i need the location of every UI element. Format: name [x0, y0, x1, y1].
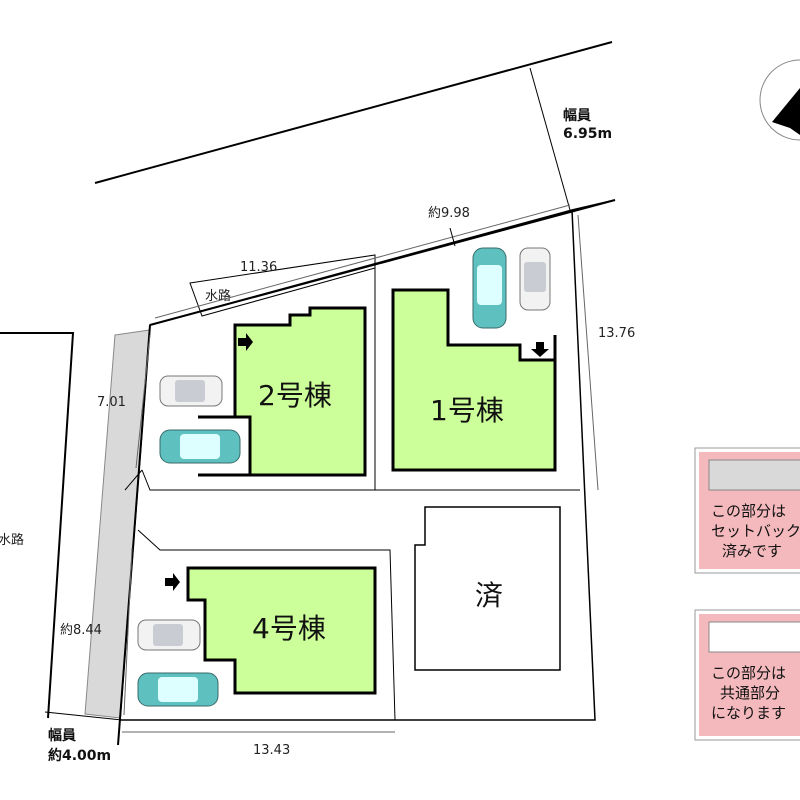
- left-neighbor-lot: [0, 332, 75, 719]
- legend-text: になります: [711, 704, 786, 722]
- road-top-width: 6.95m: [563, 126, 612, 142]
- legend-text: この部分は: [711, 502, 786, 520]
- building-4: [186, 566, 377, 695]
- lot-divider-h: [141, 469, 580, 491]
- legend-text: 共通部分: [720, 684, 780, 702]
- building-1: [391, 288, 557, 472]
- dim-top-left: 11.36: [240, 260, 277, 275]
- car-icon: [137, 619, 201, 651]
- entrance-arrow-icon: [238, 333, 253, 351]
- sold-lot: [414, 506, 561, 671]
- north-compass-icon: [759, 59, 800, 141]
- legend-text: 済みです: [722, 542, 782, 560]
- car-icon: [159, 375, 223, 407]
- dim-left-upper: 7.01: [97, 395, 126, 410]
- road-left-dim: [44, 711, 123, 721]
- dim-line-top: [154, 204, 571, 319]
- road-edge-line: [94, 41, 613, 184]
- entrance-arrow-icon: [165, 573, 180, 591]
- legend-text: この部分は: [711, 664, 786, 682]
- dim-left-lower-line: [123, 547, 133, 716]
- dim-left-lower: 約8.44: [60, 623, 102, 638]
- road-edge-top: [149, 199, 616, 326]
- road-left-edge: [117, 324, 151, 746]
- road-top-label: 幅員: [563, 107, 591, 124]
- legend-common: この部分は 共通部分 になります: [694, 609, 800, 741]
- waterway-top-label: 水路: [205, 288, 231, 304]
- legend-text: セットバック: [711, 522, 800, 540]
- legend-swatch-common: [708, 621, 800, 653]
- car-icon: [519, 247, 551, 311]
- setback-strip: [84, 329, 151, 719]
- lot-divider-lower: [137, 529, 396, 721]
- waterway-left-label: 水路: [0, 532, 24, 548]
- building-2-outline: [198, 415, 252, 477]
- dim-left-upper-line: [135, 334, 151, 469]
- legend-swatch-setback: [708, 459, 800, 491]
- dim-right: 13.76: [598, 326, 635, 341]
- road-width-dimension: [529, 67, 571, 211]
- dim-right-line: [577, 214, 599, 491]
- building-1-label: 1号棟: [430, 394, 504, 427]
- entrance-arrow-icon: [531, 342, 549, 357]
- car-icon: [159, 429, 241, 464]
- car-icon: [472, 247, 507, 329]
- dim-top-right: 約9.98: [428, 206, 470, 221]
- legend-setback: この部分は セットバック 済みです: [694, 447, 800, 574]
- building-2-label: 2号棟: [258, 379, 332, 412]
- building-4-label: 4号棟: [252, 612, 326, 645]
- car-icon: [137, 672, 219, 707]
- road-left-width: 約4.00m: [48, 747, 111, 764]
- road-left-label: 幅員: [48, 727, 76, 744]
- dim-bottom: 13.43: [253, 743, 290, 758]
- sold-label: 済: [475, 579, 503, 612]
